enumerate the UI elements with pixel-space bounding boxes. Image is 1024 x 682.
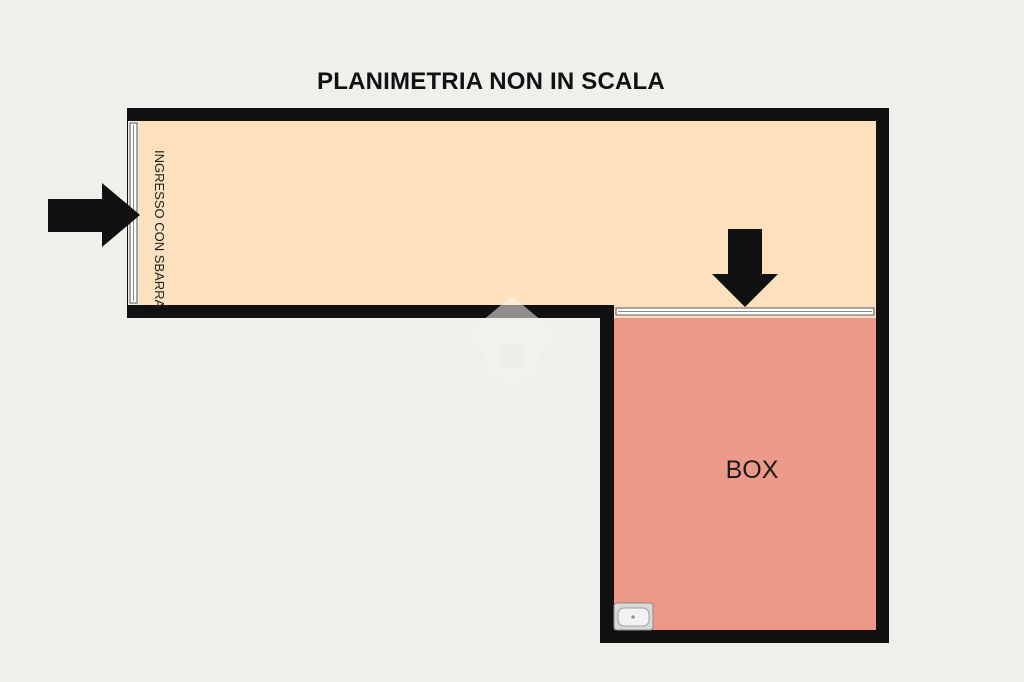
sink-icon [613, 602, 654, 631]
watermark-logo [464, 296, 560, 384]
box-door-arrow-icon [712, 229, 778, 307]
entrance-label: INGRESSO CON SBARRA [152, 150, 167, 309]
box-label: BOX [725, 456, 779, 484]
box-room [614, 318, 876, 630]
plan-title: PLANIMETRIA NON IN SCALA [317, 68, 665, 95]
entrance-arrow-icon [48, 183, 140, 247]
